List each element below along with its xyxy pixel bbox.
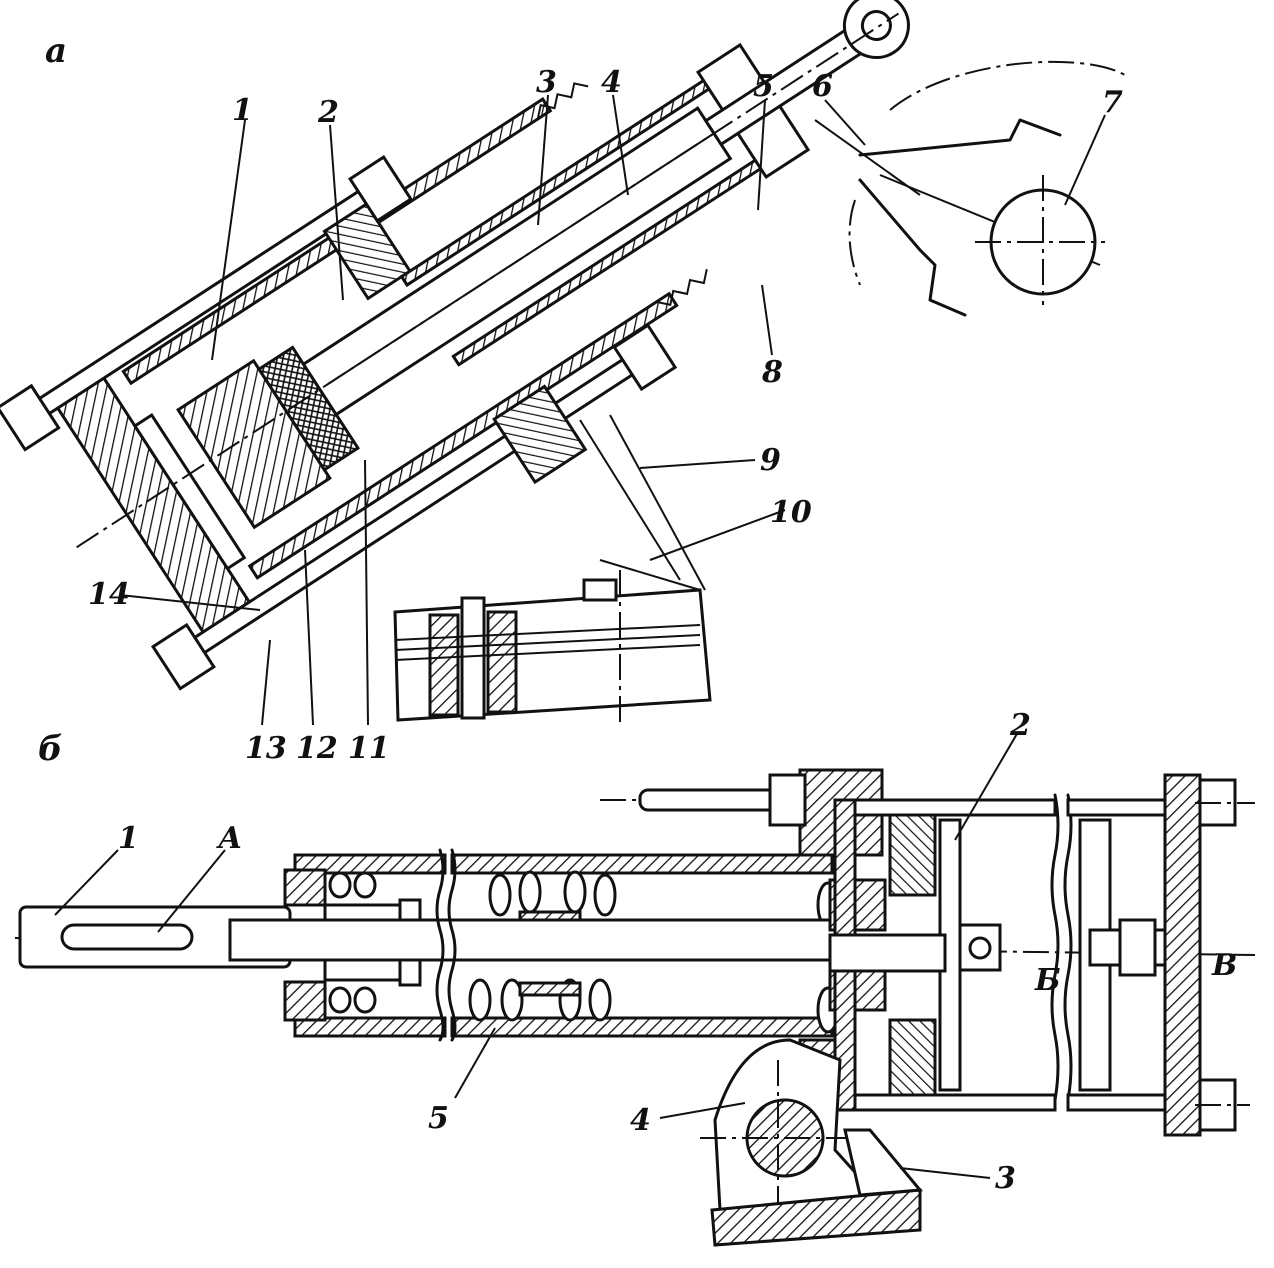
part-label-14: 14 <box>88 577 130 612</box>
panel-label-b: б <box>38 729 63 769</box>
part-label-12: 12 <box>296 731 338 766</box>
part-label-b-1: 1 <box>118 821 139 856</box>
part-label-b-4: 4 <box>630 1103 651 1138</box>
mounting-bracket <box>393 414 712 725</box>
lever-and-disc <box>814 60 1126 317</box>
part-label-13: 13 <box>245 731 287 766</box>
part-label-10: 10 <box>770 495 812 530</box>
spring-housing <box>228 848 842 1042</box>
rear-cylinder <box>638 768 1255 1137</box>
part-label-b-V: В <box>1211 948 1237 983</box>
cylinder-assembly-a <box>0 0 910 691</box>
part-label-2: 2 <box>317 95 339 130</box>
part-label-4: 4 <box>601 65 622 100</box>
leader-lines-a <box>119 94 1106 726</box>
spring-coils <box>328 870 840 1034</box>
figure-b-drawing: б 1 А 2 5 4 3 Б В <box>14 708 1256 1247</box>
figure-a-drawing: а 1 2 3 4 5 6 7 8 9 10 11 12 13 14 <box>0 0 1126 766</box>
part-label-b-5: 5 <box>428 1101 449 1136</box>
part-label-b-A: А <box>216 821 242 856</box>
part-label-b-2: 2 <box>1009 708 1031 743</box>
part-label-5: 5 <box>753 69 774 104</box>
panel-label-a: а <box>45 31 67 71</box>
part-label-6: 6 <box>812 69 833 104</box>
part-label-3: 3 <box>536 65 557 100</box>
part-label-8: 8 <box>761 355 783 390</box>
part-label-7: 7 <box>1102 85 1123 120</box>
part-label-9: 9 <box>760 443 781 478</box>
part-label-11: 11 <box>348 731 390 766</box>
part-label-b-B: Б <box>1034 963 1061 998</box>
part-label-b-3: 3 <box>995 1161 1016 1196</box>
part-label-1: 1 <box>232 93 253 128</box>
pivot-bracket <box>700 1038 923 1247</box>
leader-lines-b <box>54 731 1019 1179</box>
